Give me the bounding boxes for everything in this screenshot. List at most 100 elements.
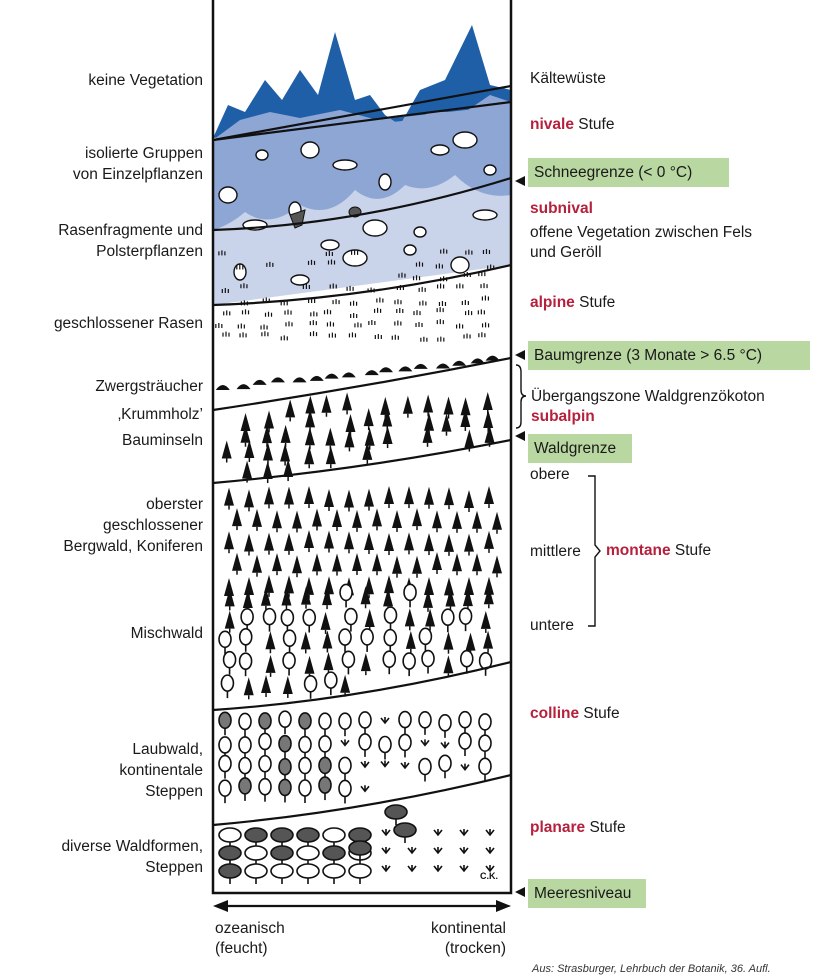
grass-tuft-icon (415, 261, 424, 267)
deciduous-tree-icon (278, 734, 292, 753)
dwarf-shrub-icon (379, 367, 394, 373)
grass-tuft-icon (346, 285, 354, 291)
steppe-plant-icon (433, 847, 443, 855)
conifer-icon (384, 486, 394, 505)
label-subnival: subnival (530, 200, 593, 217)
conifer-icon (304, 427, 315, 446)
broad-tree-icon (218, 845, 242, 861)
conifer-icon (443, 655, 454, 674)
zone-suffix: Stufe (589, 819, 626, 836)
conifer-icon (345, 414, 356, 433)
grass-tuft-icon (413, 310, 421, 316)
conifer-icon (344, 531, 354, 550)
conifer-icon (464, 429, 475, 448)
label-diverse-waldformen: diverse Waldformen, (61, 838, 203, 855)
steppe-plant-icon (380, 717, 390, 725)
deciduous-tree-icon (382, 650, 397, 668)
steppe-plant-icon (360, 785, 370, 793)
conifer-icon (404, 532, 414, 551)
deciduous-tree-icon (338, 779, 352, 798)
zone-name-colline: colline (530, 705, 580, 722)
grass-tuft-icon (436, 319, 444, 325)
conifer-icon (325, 446, 336, 465)
deciduous-tree-icon (218, 754, 232, 773)
dwarf-shrub-icon (215, 384, 230, 390)
conifer-icon (281, 587, 292, 606)
grass-tuft-icon (398, 272, 406, 278)
conifer-icon (252, 508, 262, 527)
deciduous-tree-icon (478, 757, 492, 776)
label-planare-stufe: planare Stufe (530, 817, 626, 838)
conifer-icon (260, 587, 271, 606)
conifer-icon (465, 632, 476, 651)
conifer-icon (261, 675, 272, 694)
deciduous-tree-icon (218, 736, 232, 754)
conifer-icon (284, 486, 294, 505)
grass-tuft-icon (332, 299, 340, 305)
conifer-icon (264, 410, 275, 429)
gradient-arrow (213, 900, 511, 912)
grass-tuft-icon (302, 283, 310, 289)
grass-tuft-icon (396, 308, 404, 314)
grass-tuft-icon (310, 311, 318, 317)
grass-tuft-icon (350, 312, 358, 318)
deciduous-tree-icon (238, 628, 253, 646)
level-markers (515, 176, 525, 897)
conifer-icon (265, 654, 276, 673)
conifer-icon (444, 577, 454, 596)
grass-tuft-icon (239, 332, 247, 338)
label-laubwald: Laubwald, (132, 741, 203, 758)
label-polsterpflanzen: Polsterpflanzen (96, 243, 203, 260)
label-geschlossener: geschlossener (103, 517, 203, 534)
conifer-icon (352, 509, 362, 528)
deciduous-tree-icon (318, 735, 332, 753)
grass-tuft-icon (327, 259, 336, 265)
grass-tuft-icon (477, 309, 485, 315)
conifer-icon (480, 610, 491, 629)
conifer-icon (292, 510, 302, 529)
steppe-plant-icon (381, 865, 391, 873)
deciduous-tree-icon (458, 710, 472, 729)
grass-tuft-icon (354, 322, 362, 328)
conifer-icon (432, 552, 442, 571)
label-keine-vegetation: keine Vegetation (88, 72, 203, 89)
zone-boundary-lines (213, 84, 511, 827)
rock-icon (452, 131, 478, 149)
deciduous-tree-icon (218, 630, 232, 649)
zone-name-alpine: alpine (530, 294, 575, 311)
deciduous-tree-icon (341, 650, 356, 669)
conifer-icon (404, 608, 415, 627)
mountain-highlights (213, 95, 511, 140)
deciduous-tree-icon (238, 712, 252, 731)
deciduous-tree-icon (338, 756, 352, 775)
steppe-plant-icon (485, 847, 495, 855)
conifer-icon (352, 552, 362, 571)
waldgrenze-box: Waldgrenze (528, 434, 632, 463)
deciduous-tree-icon (459, 649, 474, 668)
deciduous-tree-icon (358, 711, 372, 729)
deciduous-tree-icon (383, 606, 398, 624)
conifer-icon (424, 486, 434, 505)
dwarf-shrub-icon (270, 377, 285, 383)
deciduous-tree-icon (344, 607, 358, 626)
artist-initials: C.K. (480, 871, 498, 881)
diagram-frame (211, 0, 513, 895)
grass-tuft-icon (481, 295, 490, 301)
conifer-icon (262, 461, 273, 480)
grass-tuft-icon (456, 323, 464, 329)
deciduous-tree-icon (258, 732, 272, 751)
grass-tuft-icon (351, 249, 359, 255)
conifer-icon (265, 631, 276, 650)
grass-tuft-icon (461, 299, 469, 305)
broad-tree-icon (296, 827, 320, 843)
label-kontinental: kontinental (431, 920, 506, 937)
conifer-icon (232, 508, 242, 527)
label-montane-stufe: montane Stufe (606, 540, 711, 561)
steppe-plant-icon (459, 847, 469, 855)
grass-tuft-icon (464, 310, 473, 316)
deciduous-tree-icon (238, 756, 252, 775)
deciduous-tree-icon (303, 674, 318, 693)
broad-tree-icon (270, 845, 294, 861)
conifer-icon (264, 486, 274, 505)
conifer-icon (264, 574, 274, 593)
